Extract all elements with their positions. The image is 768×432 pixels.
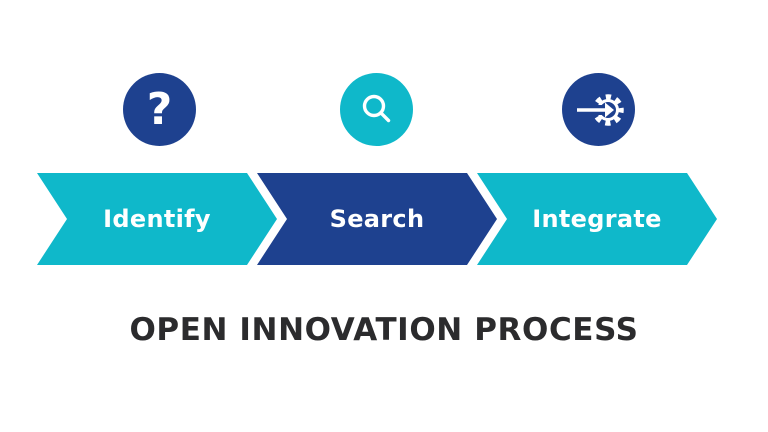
arrow-shape-search (257, 173, 497, 265)
magnifier-glyph (362, 94, 391, 123)
process-arrows (37, 173, 717, 265)
gear-arrow-icon (562, 73, 635, 146)
diagram-title: OPEN INNOVATION PROCESS (129, 312, 639, 348)
question-mark-icon: ? (123, 73, 196, 146)
arrow-shape-integrate (477, 173, 717, 265)
step-label-integrate: Integrate (532, 205, 662, 233)
gear-arrow-glyph (574, 94, 624, 126)
step-label-search: Search (329, 205, 425, 233)
question-mark-glyph: ? (146, 83, 173, 135)
step-label-identify: Identify (103, 205, 211, 233)
arrow-shape-identify (37, 173, 277, 265)
search-icon (340, 73, 413, 146)
